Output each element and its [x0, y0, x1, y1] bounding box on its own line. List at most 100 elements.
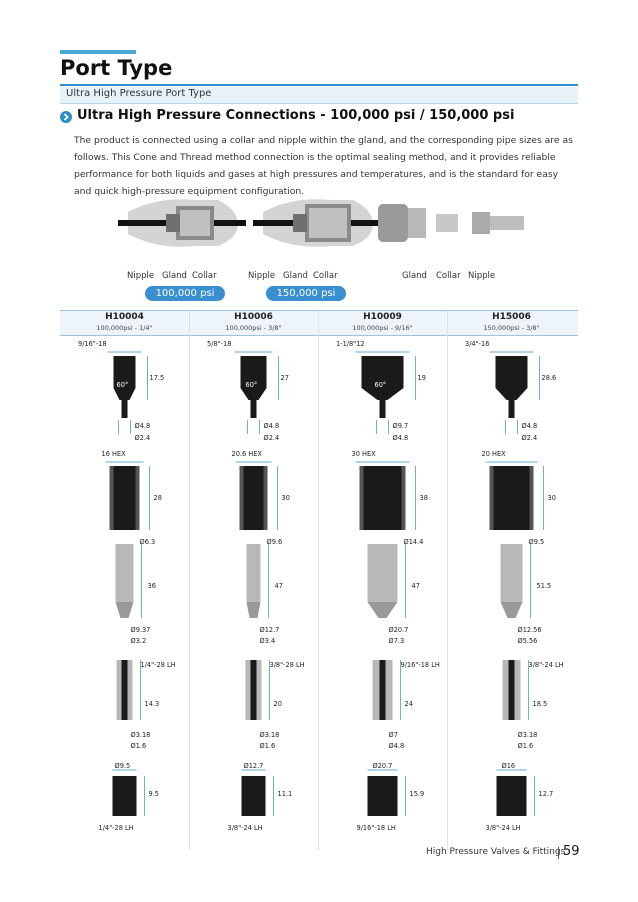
collar-thread: 9/16"-18 LH: [400, 661, 440, 669]
collar-bore: [379, 660, 386, 720]
nipple-dia-bot: Ø3.4: [259, 637, 276, 645]
gland-hex: 20 HEX: [481, 450, 506, 458]
collar-dia-1: Ø3.18: [130, 731, 151, 739]
cap-dia: Ø12.7: [243, 762, 264, 770]
port-thread: 9/16"-18: [78, 340, 107, 348]
gland-bore: [363, 466, 402, 530]
page-number: 59: [563, 844, 580, 859]
nipple-cone: [246, 602, 261, 618]
nipple-dia-mid: Ø12.7: [259, 626, 280, 634]
label-nipple-3: Nipple: [468, 271, 496, 281]
nipple-dia-mid: Ø9.37: [130, 626, 151, 634]
gland-hex: 30 HEX: [351, 450, 376, 458]
pressure-pill-100k: 100,000 psi: [145, 286, 225, 301]
collar-length: 14.3: [144, 700, 160, 708]
cap-thread: 9/16"-18 LH: [356, 824, 396, 832]
nipple-length: 47: [274, 582, 283, 590]
assembly-parts-right: [378, 204, 524, 242]
port-dia-1: Ø4.8: [134, 422, 151, 430]
port-depth: 28.6: [541, 374, 557, 382]
footer-text: High Pressure Valves & Fittings: [426, 847, 566, 857]
collar-length: 24: [404, 700, 413, 708]
port-cone: [361, 388, 404, 400]
port-thread: 3/4"-16: [465, 340, 490, 348]
cap-body: [112, 776, 137, 816]
port-dia-2: Ø2.4: [134, 434, 151, 442]
port-dia-1: Ø4.8: [263, 422, 280, 430]
column-parts-drawing: [234, 351, 279, 816]
column-parts-drawing: [105, 351, 150, 816]
collar-bore: [250, 660, 257, 720]
column-spec: 150,000psi - 3/8": [483, 324, 540, 332]
cap-dia: Ø9.5: [114, 762, 131, 770]
page-subtitle: Ultra High Pressure Port Type: [66, 88, 212, 99]
pressure-pill-150k: 150,000 psi: [266, 286, 346, 301]
gland-length: 28: [153, 494, 162, 502]
gland-bore: [113, 466, 136, 530]
column-spec: 100,000psi - 1/4": [96, 324, 153, 332]
label-nipple-1: Nipple: [127, 271, 155, 281]
port-depth: 27: [280, 374, 289, 382]
port-body: [113, 356, 136, 388]
nipple-dia-mid: Ø20.7: [388, 626, 409, 634]
port-cone: [495, 388, 528, 400]
nipple-dia-top: Ø14.4: [403, 538, 424, 546]
dim-line: [505, 420, 518, 434]
nipple-dia-top: Ø6.3: [139, 538, 156, 546]
cap-body: [367, 776, 398, 816]
port-bore: [121, 400, 128, 418]
collar-dia-2: Ø1.6: [517, 742, 534, 750]
label-gland-2: Gland: [283, 271, 308, 281]
nipple-length: 51.5: [536, 582, 552, 590]
column-divider: [447, 310, 448, 850]
port-angle: 60°: [116, 381, 129, 389]
nipple-cone: [367, 602, 398, 618]
nipple-dia-mid: Ø12.56: [517, 626, 542, 634]
port-dia-2: Ø2.4: [263, 434, 280, 442]
collar-dia-2: Ø4.8: [388, 742, 405, 750]
nipple-length: 47: [411, 582, 420, 590]
port-angle: 60°: [374, 381, 387, 389]
column-code: H10006: [234, 312, 273, 322]
label-nipple-2: Nipple: [248, 271, 276, 281]
header-accent-bar: [60, 50, 136, 54]
column-divider: [318, 310, 319, 850]
cap-body: [241, 776, 266, 816]
collar-thread: 1/4"-28 LH: [140, 661, 176, 669]
port-thread: 5/8"-18: [207, 340, 232, 348]
label-collar-1: Collar: [192, 271, 217, 281]
port-dia-1: Ø4.8: [521, 422, 538, 430]
nipple-shank: [246, 544, 261, 602]
gland-hex: 20.6 HEX: [231, 450, 262, 458]
port-dia-2: Ø2.4: [521, 434, 538, 442]
nipple-shank: [367, 544, 398, 602]
column-spec: 100,000psi - 3/8": [225, 324, 282, 332]
gland-bore: [493, 466, 530, 530]
collar-thread: 3/8"-24 LH: [528, 661, 564, 669]
gland-hex: 16 HEX: [101, 450, 126, 458]
cap-thread: 3/8"-24 LH: [485, 824, 521, 832]
nipple-dia-top: Ø9.6: [266, 538, 283, 546]
collar-dia-1: Ø7: [388, 731, 398, 739]
collar-bore: [121, 660, 128, 720]
gland-length: 30: [281, 494, 290, 502]
assembly-100k-left: [118, 199, 246, 247]
column-spec: 100,000psi - 9/16": [352, 324, 413, 332]
collar-dia-2: Ø1.6: [259, 742, 276, 750]
cap-length: 15.9: [409, 790, 425, 798]
label-collar-3: Collar: [436, 271, 461, 281]
collar-thread: 3/8"-28 LH: [269, 661, 305, 669]
gland-bore: [243, 466, 264, 530]
nipple-shank: [500, 544, 523, 602]
nipple-cone: [500, 602, 523, 618]
gland-length: 30: [547, 494, 556, 502]
column-code: H10009: [363, 312, 402, 322]
cap-length: 11.1: [277, 790, 293, 798]
label-gland-3: Gland: [402, 271, 427, 281]
port-bore: [508, 400, 515, 418]
cap-thread: 1/4"-28 LH: [98, 824, 134, 832]
assembly-150k-mid: [253, 199, 381, 247]
port-cone: [113, 388, 136, 400]
gland-length: 38: [419, 494, 428, 502]
column-code: H10004: [105, 312, 144, 322]
